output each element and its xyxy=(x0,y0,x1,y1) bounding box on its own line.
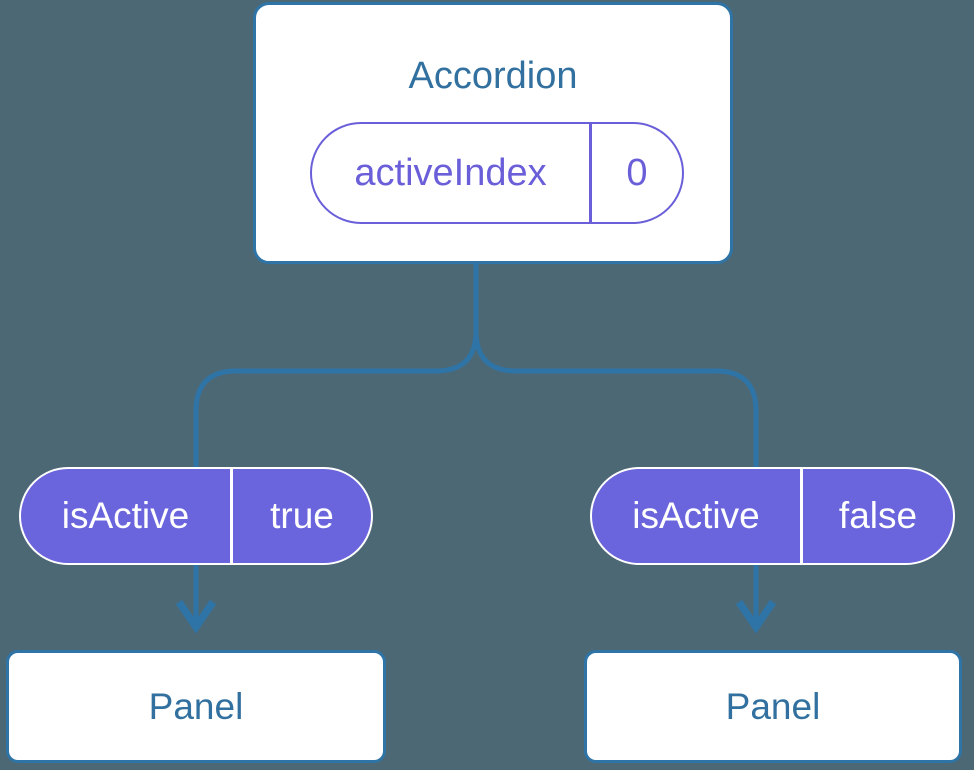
prop-pill-left: isActive true xyxy=(19,467,373,565)
panel-node-left: Panel xyxy=(6,650,386,763)
panel-left-title: Panel xyxy=(148,685,244,727)
panel-node-right: Panel xyxy=(584,650,962,763)
panel-right-title: Panel xyxy=(725,685,821,727)
prop-pill-right-divider xyxy=(800,469,803,563)
state-pill: activeIndex 0 xyxy=(310,122,684,224)
connector-right-branch xyxy=(473,250,759,624)
accordion-title: Accordion xyxy=(408,55,578,97)
accordion-node: Accordion activeIndex 0 xyxy=(253,2,733,264)
state-pill-label: activeIndex xyxy=(354,151,547,194)
prop-pill-left-label: isActive xyxy=(61,495,190,536)
connector-left-branch xyxy=(193,250,479,624)
arrowhead-left-icon xyxy=(175,599,217,634)
prop-pill-right: isActive false xyxy=(590,467,955,565)
state-pill-value: 0 xyxy=(626,151,648,194)
prop-pill-right-value: false xyxy=(838,495,918,536)
prop-pill-left-value: true xyxy=(270,495,334,536)
state-pill-divider xyxy=(589,124,592,222)
prop-pill-left-divider xyxy=(230,469,233,563)
prop-pill-right-label: isActive xyxy=(632,495,760,536)
arrowhead-right-icon xyxy=(735,599,777,634)
